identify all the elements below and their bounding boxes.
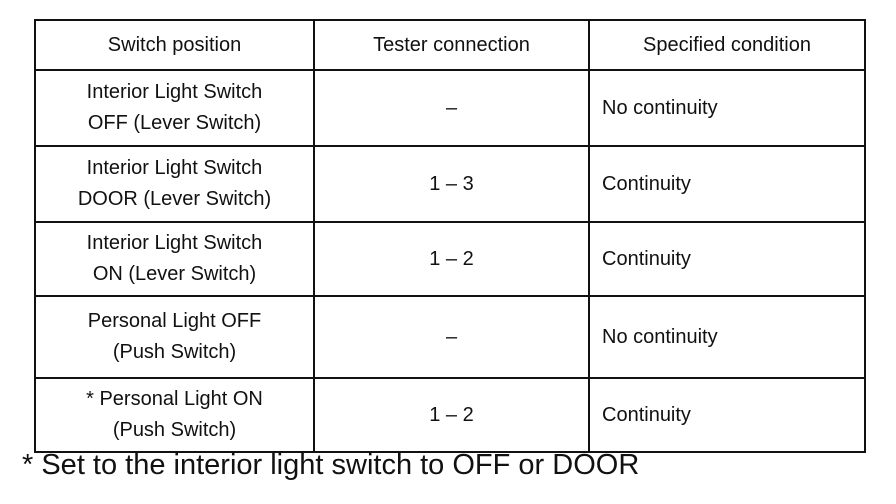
switch-position-cell: Interior Light Switch ON (Lever Switch) xyxy=(34,221,315,297)
switch-position-line: Personal Light OFF xyxy=(87,310,262,332)
table-row: Personal Light OFF (Push Switch) – No co… xyxy=(34,295,866,379)
switch-position-cell: Interior Light Switch DOOR (Lever Switch… xyxy=(34,145,315,223)
tester-connection-cell: – xyxy=(313,295,590,379)
switch-position-cell: * Personal Light ON (Push Switch) xyxy=(34,377,315,453)
switch-position-line: ON (Lever Switch) xyxy=(92,263,257,285)
header-switch-position: Switch position xyxy=(34,19,315,71)
switch-position-line: DOOR (Lever Switch) xyxy=(77,188,272,210)
table-header-row: Switch position Tester connection Specif… xyxy=(34,19,866,71)
tester-connection-cell: 1 – 3 xyxy=(313,145,590,223)
tester-connection-cell: 1 – 2 xyxy=(313,221,590,297)
switch-position-line: Interior Light Switch xyxy=(86,232,263,254)
tester-connection-cell: – xyxy=(313,69,590,147)
switch-position-line: Interior Light Switch xyxy=(86,157,263,179)
table-row: Interior Light Switch OFF (Lever Switch)… xyxy=(34,69,866,147)
specified-condition-cell: No continuity xyxy=(588,69,866,147)
header-tester-connection: Tester connection xyxy=(313,19,590,71)
switch-position-line: (Push Switch) xyxy=(112,419,237,441)
tester-connection-cell: 1 – 2 xyxy=(313,377,590,453)
table-row: Interior Light Switch ON (Lever Switch) … xyxy=(34,221,866,297)
switch-position-cell: Personal Light OFF (Push Switch) xyxy=(34,295,315,379)
switch-position-line: (Push Switch) xyxy=(112,341,237,363)
switch-position-line: Interior Light Switch xyxy=(86,81,263,103)
footnote: * Set to the interior light switch to OF… xyxy=(22,449,640,481)
switch-position-cell: Interior Light Switch OFF (Lever Switch) xyxy=(34,69,315,147)
specified-condition-cell: Continuity xyxy=(588,145,866,223)
switch-position-line: * Personal Light ON xyxy=(86,388,263,410)
table-row: * Personal Light ON (Push Switch) 1 – 2 … xyxy=(34,377,866,453)
header-specified-condition: Specified condition xyxy=(588,19,866,71)
table-row: Interior Light Switch DOOR (Lever Switch… xyxy=(34,145,866,223)
specified-condition-cell: No continuity xyxy=(588,295,866,379)
specified-condition-cell: Continuity xyxy=(588,377,866,453)
switch-position-line: OFF (Lever Switch) xyxy=(87,112,262,134)
specified-condition-cell: Continuity xyxy=(588,221,866,297)
switch-inspection-table: Switch position Tester connection Specif… xyxy=(34,19,866,453)
